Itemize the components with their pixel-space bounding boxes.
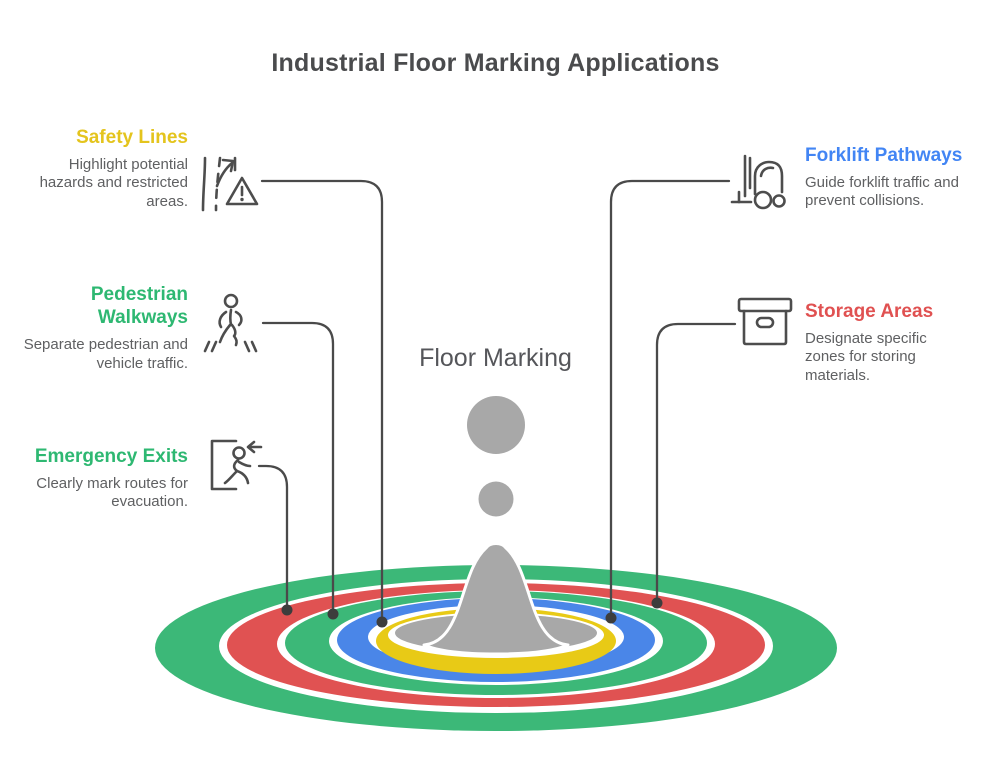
connector-pedestrian-walkways	[261, 321, 335, 616]
item-heading: Emergency Exits	[34, 446, 188, 467]
splash-mound	[422, 542, 570, 656]
item-description: Clearly mark routes for evacuation.	[36, 475, 188, 511]
emergency-exit-icon	[210, 439, 263, 491]
connector-dot	[281, 604, 293, 616]
splash-drop-small	[478, 481, 514, 517]
item-description: Separate pedestrian and vehicle traffic.	[23, 336, 188, 372]
page-title: Industrial Floor Marking Applications	[271, 49, 720, 77]
item-pedestrian-walkways: Pedestrian Walkways Separate pedestrian …	[8, 283, 188, 373]
connector-dot	[327, 608, 339, 620]
floor-rings	[155, 565, 837, 731]
item-emergency-exits: Emergency Exits Clearly mark routes for …	[13, 445, 188, 512]
connector-safety-lines	[260, 179, 384, 624]
road-hazard-icon	[201, 156, 259, 212]
connector-emergency-exits	[257, 464, 289, 612]
item-heading: Forklift Pathways	[805, 145, 963, 166]
connector-forklift-pathways	[609, 179, 731, 620]
item-heading: Safety Lines	[76, 127, 188, 148]
connectors	[257, 179, 737, 624]
item-storage-areas: Storage Areas Designate specific zones f…	[805, 300, 945, 385]
splash-drop-large	[467, 396, 525, 454]
item-forklift-pathways: Forklift Pathways Guide forklift traffic…	[805, 144, 990, 211]
paint-splash	[422, 396, 570, 656]
item-heading: Storage Areas	[805, 301, 934, 322]
forklift-icon	[730, 154, 786, 210]
item-description: Designate specific zones for storing mat…	[805, 330, 927, 384]
storage-box-icon	[737, 297, 793, 346]
center-label: Floor Marking	[419, 344, 572, 372]
item-safety-lines: Safety Lines Highlight potential hazards…	[18, 126, 188, 211]
connector-storage-areas	[655, 322, 737, 605]
item-heading: Pedestrian Walkways	[90, 284, 188, 329]
pedestrian-walk-icon	[203, 293, 258, 353]
connector-dot	[605, 612, 617, 624]
connector-dot	[651, 597, 663, 609]
item-description: Highlight potential hazards and restrict…	[39, 156, 188, 210]
connector-dot	[376, 616, 388, 628]
connector-dots	[281, 597, 663, 628]
item-description: Guide forklift traffic and prevent colli…	[805, 174, 959, 210]
